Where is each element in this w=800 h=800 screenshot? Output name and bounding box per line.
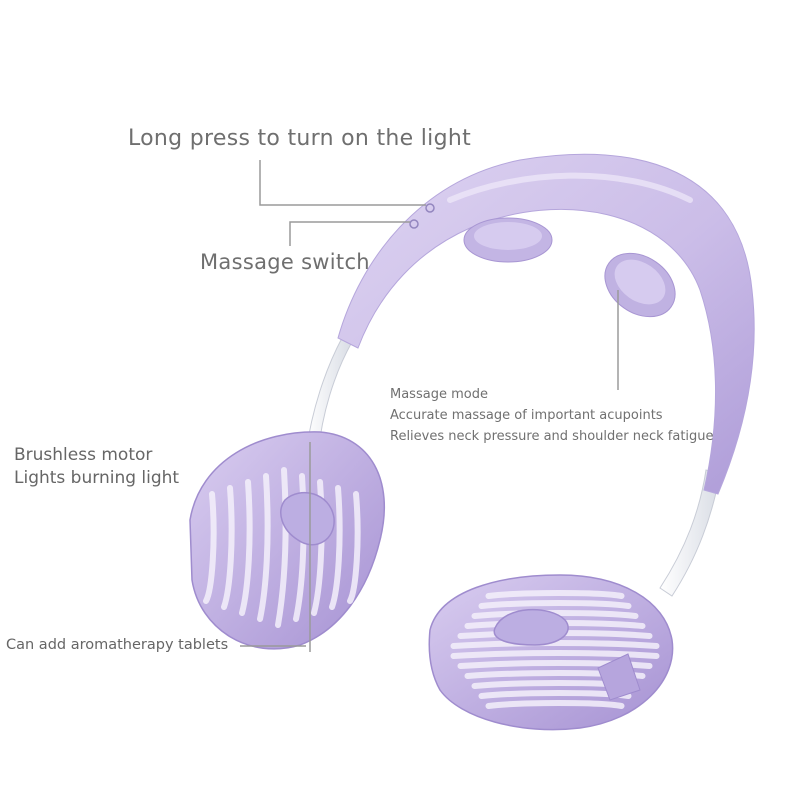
motor-callout: Brushless motor Lights burning light bbox=[14, 444, 179, 490]
massage-knob-left bbox=[463, 217, 553, 263]
fan-grille-bar bbox=[450, 640, 660, 649]
mode-callout-line: Relieves neck pressure and shoulder neck… bbox=[390, 429, 714, 444]
motor-callout-line: Brushless motor bbox=[14, 445, 153, 465]
fan-grille-bar bbox=[485, 590, 625, 599]
fan-grille-bar bbox=[471, 610, 639, 619]
fan-grille-bar bbox=[478, 690, 632, 699]
mode-callout: Massage mode Accurate massage of importa… bbox=[390, 384, 714, 447]
left-fan-head bbox=[189, 431, 385, 650]
fan-grille-bar bbox=[347, 491, 361, 604]
massage-knob-right bbox=[604, 252, 676, 318]
fan-grille-bar bbox=[478, 600, 632, 609]
fan-grille-bar bbox=[257, 473, 271, 622]
massage-button-icon bbox=[409, 219, 419, 229]
mode-callout-line: Massage mode bbox=[390, 387, 488, 402]
fan-grille-bar bbox=[450, 650, 660, 659]
fan-grille-bar bbox=[221, 485, 235, 610]
light-button-icon bbox=[425, 203, 435, 213]
aroma-callout: Can add aromatherapy tablets bbox=[6, 637, 229, 653]
motor-callout-line: Lights burning light bbox=[14, 468, 180, 488]
right-stem bbox=[659, 469, 721, 597]
mode-callout-line: Accurate massage of important acupoints bbox=[390, 408, 663, 423]
fan-grille-bar bbox=[275, 467, 289, 628]
fan-grille-bar bbox=[239, 479, 253, 616]
fan-grille-bar bbox=[485, 700, 625, 709]
light-callout: Long press to turn on the light bbox=[128, 126, 472, 151]
leader-lines bbox=[240, 160, 619, 652]
switch-callout: Massage switch bbox=[200, 250, 370, 274]
neckband-highlight bbox=[447, 172, 693, 203]
fan-grille-bar bbox=[329, 485, 343, 610]
right-fan-head bbox=[428, 574, 674, 731]
fan-grille-bar bbox=[203, 491, 217, 604]
